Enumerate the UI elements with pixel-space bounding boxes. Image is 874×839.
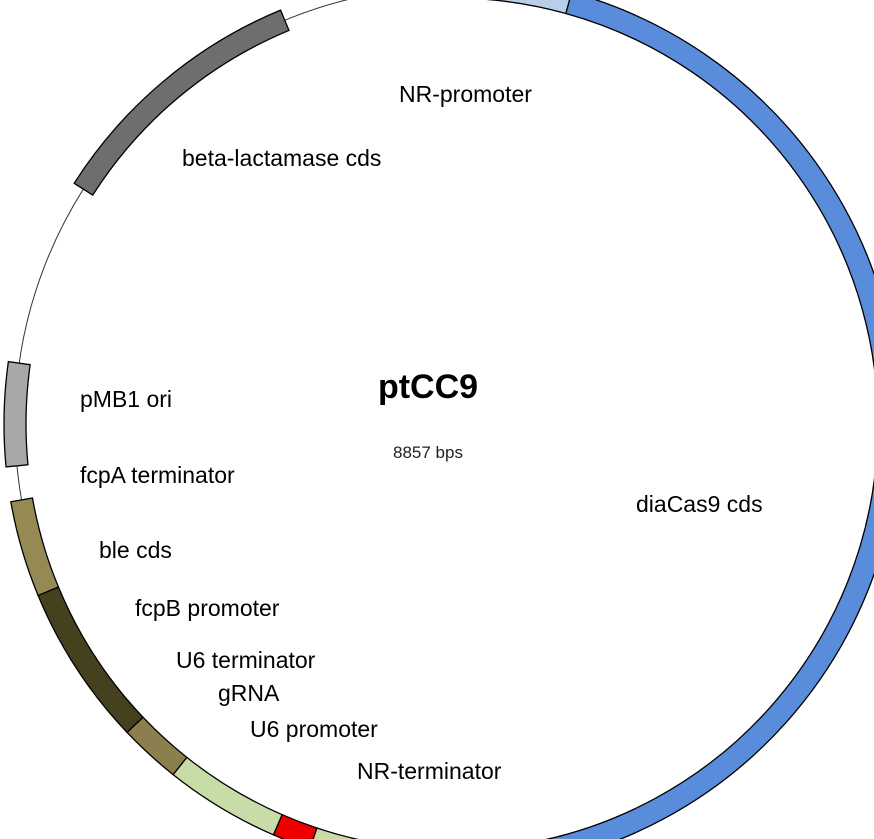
segment-fcpa-terminator[interactable]: [10, 497, 60, 597]
label-nr-promoter: NR-promoter: [399, 81, 532, 107]
label-grna: gRNA: [218, 680, 280, 706]
label-pmb1-ori: pMB1 ori: [80, 386, 172, 412]
segment-u6-terminator[interactable]: [172, 756, 283, 836]
segment-ble-cds[interactable]: [37, 586, 144, 734]
label-nr-terminator: NR-terminator: [357, 758, 502, 784]
feature-labels: NR-promoter diaCas9 cds NR-terminator U6…: [80, 81, 763, 784]
label-diacas9-cds: diaCas9 cds: [636, 491, 763, 517]
plasmid-size: 8857 bps: [393, 443, 463, 462]
label-fcpb-promoter: fcpB promoter: [135, 595, 280, 621]
label-u6-terminator: U6 terminator: [176, 647, 316, 673]
label-beta-lactamase-cds: beta-lactamase cds: [182, 145, 381, 171]
feature-segments: [3, 0, 874, 839]
segment-diacas9-cds[interactable]: [522, 0, 874, 839]
segment-u6-promoter[interactable]: [310, 827, 419, 839]
label-fcpa-terminator: fcpA terminator: [80, 462, 235, 488]
plasmid-name: ptCC9: [378, 368, 478, 406]
label-u6-promoter: U6 promoter: [250, 716, 378, 742]
label-ble-cds: ble cds: [99, 537, 172, 563]
segment-pmb1-ori[interactable]: [3, 360, 31, 468]
segment-fcpb-promoter[interactable]: [126, 716, 188, 776]
segment-nr-promoter[interactable]: [440, 0, 571, 15]
segment-beta-lactamase-cds[interactable]: [73, 9, 290, 197]
